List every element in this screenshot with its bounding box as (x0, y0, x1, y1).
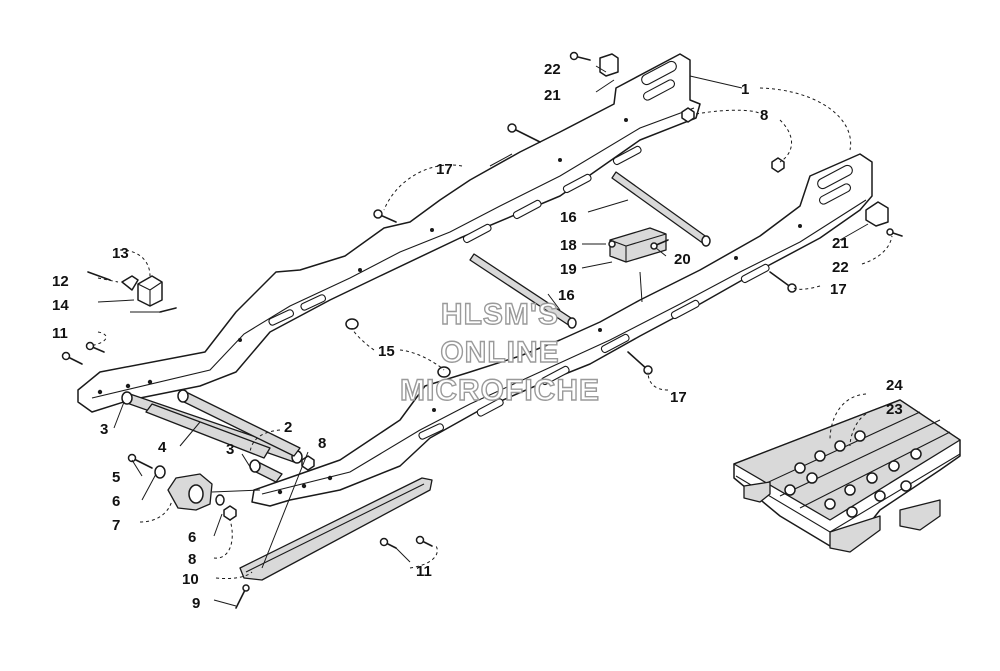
hardware (61, 51, 903, 609)
callout-2: 2 (284, 419, 292, 436)
watermark-line1: HLSM'S (441, 298, 559, 331)
callout-17: 17 (436, 161, 453, 178)
callout-14: 14 (52, 297, 69, 314)
callout-23: 23 (886, 401, 903, 418)
callout-18: 18 (560, 237, 577, 254)
callout-21: 21 (832, 235, 849, 252)
callout-4: 4 (158, 439, 167, 456)
callout-9: 9 (192, 595, 200, 612)
callout-17: 17 (670, 389, 687, 406)
callout-6: 6 (188, 529, 196, 546)
wear-strip (239, 477, 433, 581)
callout-21: 21 (544, 87, 561, 104)
bumper-block (609, 227, 667, 263)
right-slide-rail (251, 153, 873, 507)
callout-3: 3 (100, 421, 108, 438)
callout-22: 22 (832, 259, 849, 276)
callout-16: 16 (560, 209, 577, 226)
callout-3: 3 (226, 441, 234, 458)
callout-24: 24 (886, 377, 903, 394)
callout-15: 15 (378, 343, 395, 360)
callout-11: 11 (416, 563, 432, 580)
front-cross-shafts (121, 389, 303, 483)
front-bracket (121, 275, 177, 313)
callout-8: 8 (318, 435, 326, 452)
callout-10: 10 (182, 571, 199, 588)
callout-19: 19 (560, 261, 577, 278)
callout-11: 11 (52, 325, 68, 342)
callout-5: 5 (112, 469, 120, 486)
rear-cross-shafts (469, 171, 711, 329)
callout-7: 7 (112, 517, 120, 534)
left-slide-rail (77, 53, 701, 413)
callout-22: 22 (544, 61, 561, 78)
callout-17: 17 (830, 281, 847, 298)
callout-13: 13 (112, 245, 129, 262)
callout-12: 12 (52, 273, 69, 290)
leader-lines (89, 65, 893, 607)
watermark: HLSM'S ONLINE MICROFICHE (399, 297, 600, 407)
watermark-line3: MICROFICHE (400, 374, 600, 407)
callout-8: 8 (188, 551, 196, 568)
callout-1: 1 (741, 81, 749, 98)
callout-8: 8 (760, 107, 768, 124)
callout-16: 16 (558, 287, 575, 304)
track-section (733, 399, 961, 553)
callout-labels: 1 2 3 3 4 5 6 6 7 8 8 8 9 10 11 11 12 13… (52, 61, 903, 612)
stop-block (167, 473, 213, 511)
watermark-line2: ONLINE (440, 336, 559, 369)
callout-20: 20 (674, 251, 691, 268)
callout-6: 6 (112, 493, 120, 510)
